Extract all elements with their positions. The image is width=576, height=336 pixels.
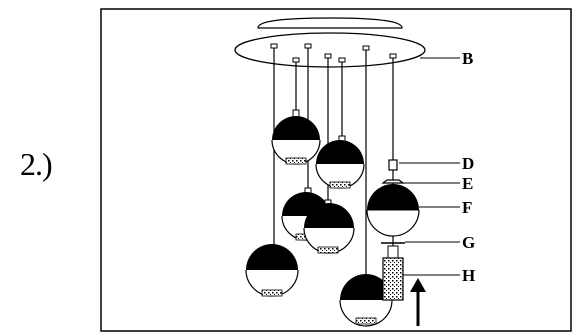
globe-upper-center <box>315 135 365 189</box>
exploded-pendant-assembly <box>366 159 426 326</box>
callout-h: H <box>462 266 475 285</box>
insert-arrow <box>410 278 426 326</box>
callout-g: G <box>462 233 475 252</box>
callout-b: B <box>462 49 473 68</box>
part-f-shade <box>366 184 420 237</box>
globe-lower-center <box>339 274 393 327</box>
part-e-cap <box>381 179 405 184</box>
ceiling-canopy <box>234 17 426 68</box>
callout-f: F <box>462 198 472 217</box>
suspension-cables <box>273 48 394 276</box>
globe-lower-left <box>245 244 299 297</box>
globe-middle-right <box>303 199 355 254</box>
part-d-connector <box>388 159 398 171</box>
part-h-crystal <box>382 257 404 301</box>
cable-grippers <box>270 43 397 63</box>
callout-lines <box>399 57 460 276</box>
callout-d: D <box>462 154 474 173</box>
callout-e: E <box>462 174 473 193</box>
step-number: 2.) <box>20 146 53 182</box>
globe-upper-left <box>271 109 321 165</box>
figure-frame <box>100 8 572 332</box>
pendant-globes <box>245 109 393 327</box>
